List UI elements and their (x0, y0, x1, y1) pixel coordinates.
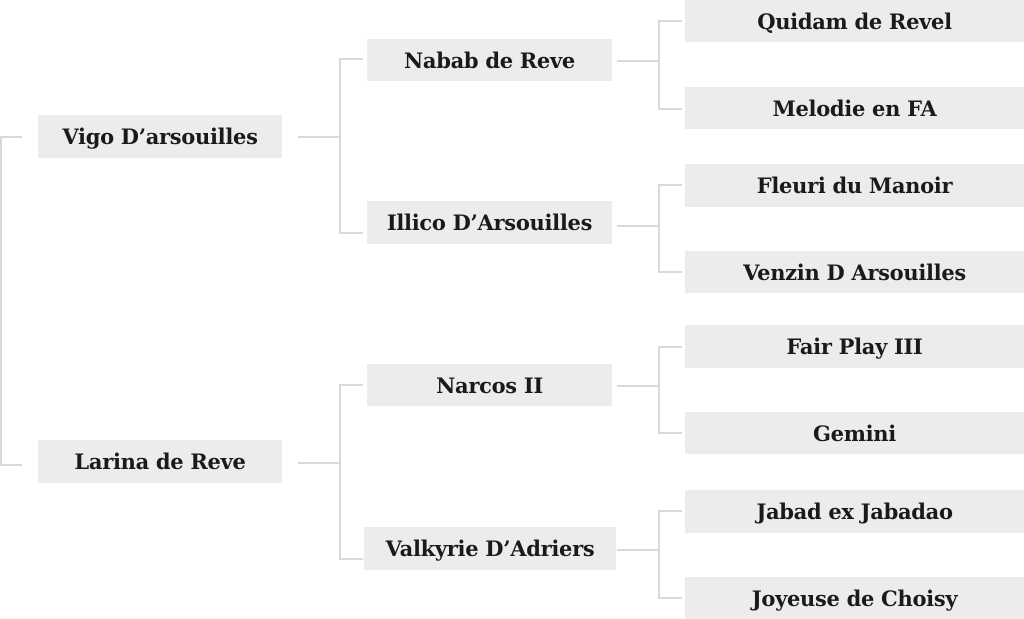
connector-line (339, 232, 363, 234)
connector-line (658, 432, 682, 434)
ggp-sds-name: Fleuri du Manoir (756, 173, 953, 198)
ggp-sss-name: Quidam de Revel (757, 8, 952, 34)
connector-line (617, 60, 659, 62)
connector-line (617, 549, 659, 551)
sire-sire-box: Nabab de Reve (367, 39, 612, 81)
connector-line (339, 58, 341, 234)
dam-box: Larina de Reve (38, 440, 282, 483)
dam-sire-name: Narcos II (436, 372, 543, 398)
connector-line (658, 184, 660, 273)
connector-line (658, 510, 660, 599)
connector-line (658, 510, 682, 512)
ggp-ddd-box: Joyeuse de Choisy (685, 577, 1024, 619)
connector-line (339, 384, 363, 386)
connector-line (339, 558, 363, 560)
ggp-sdd-box: Venzin D Arsouilles (685, 251, 1024, 293)
connector-line (298, 136, 340, 138)
sire-dam-name: Illico D’Arsouilles (386, 210, 593, 235)
ggp-sss-box: Quidam de Revel (685, 0, 1024, 42)
connector-line (0, 464, 22, 466)
connector-line (0, 136, 22, 138)
dam-dam-box: Valkyrie D’Adriers (364, 527, 616, 570)
connector-line (658, 597, 682, 599)
sire-name: Vigo D’arsouilles (62, 124, 258, 149)
ggp-dds-box: Jabad ex Jabadao (685, 490, 1024, 533)
connector-line (339, 58, 363, 60)
dam-dam-name: Valkyrie D’Adriers (385, 536, 595, 561)
ggp-dsd-box: Gemini (685, 412, 1024, 454)
sire-dam-box: Illico D’Arsouilles (367, 201, 612, 244)
connector-line (339, 384, 341, 560)
ggp-ddd-name: Joyeuse de Choisy (751, 585, 958, 611)
connector-line (658, 184, 682, 186)
dam-name: Larina de Reve (74, 449, 246, 474)
ggp-dss-box: Fair Play III (685, 325, 1024, 368)
dam-sire-box: Narcos II (367, 364, 612, 406)
ggp-dss-name: Fair Play III (786, 334, 923, 359)
connector-line (617, 385, 659, 387)
connector-line (658, 271, 682, 273)
ggp-sdd-name: Venzin D Arsouilles (743, 259, 966, 285)
connector-line (658, 346, 682, 348)
ggp-sds-box: Fleuri du Manoir (685, 164, 1024, 207)
ggp-ssd-box: Melodie en FA (685, 87, 1024, 129)
ggp-ssd-name: Melodie en FA (772, 95, 937, 121)
connector-line (617, 225, 659, 227)
connector-line (298, 462, 340, 464)
sire-box: Vigo D’arsouilles (38, 115, 282, 158)
connector-line (658, 20, 660, 110)
connector-line (658, 346, 660, 434)
sire-sire-name: Nabab de Reve (404, 47, 575, 73)
connector-line (0, 136, 2, 466)
connector-line (658, 20, 682, 22)
ggp-dsd-name: Gemini (813, 420, 896, 446)
connector-line (658, 108, 682, 110)
ggp-dds-name: Jabad ex Jabadao (756, 499, 953, 524)
